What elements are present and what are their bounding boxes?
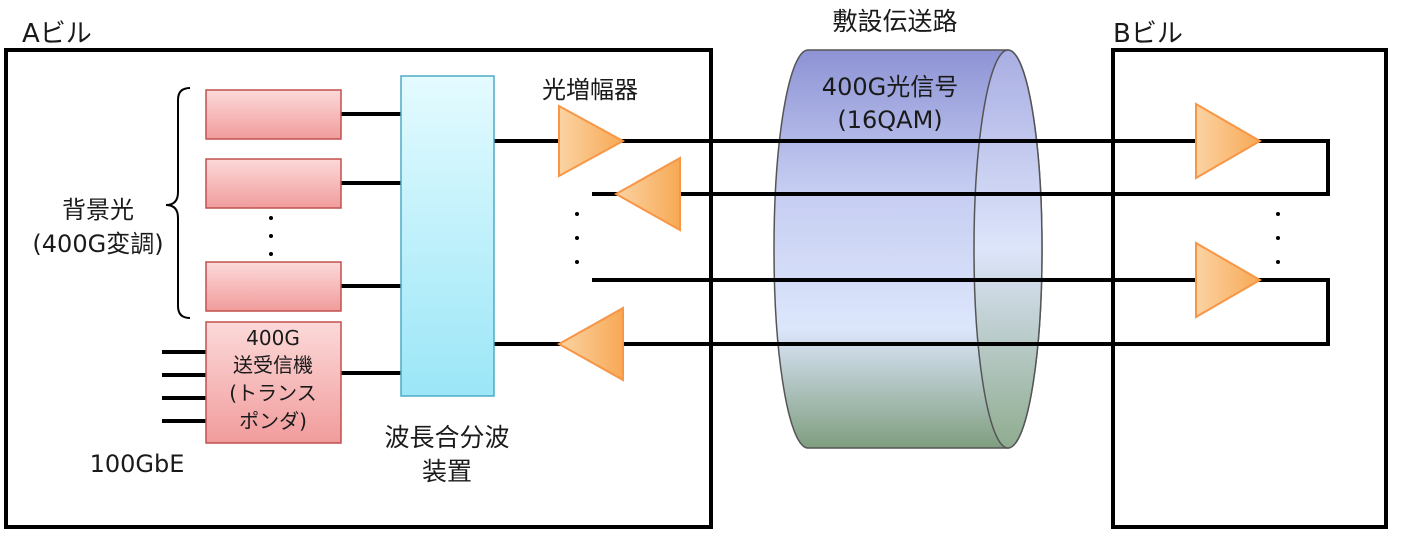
cable-label: 敷設伝送路 [832, 7, 957, 36]
transponder-line1: 400G [246, 326, 300, 350]
amplifier-a-reverse-1 [613, 156, 681, 232]
signal-label-line1: 400G光信号 [822, 73, 958, 101]
amplifier-a-forward-1 [558, 104, 626, 178]
cable-end-cap [973, 49, 1043, 449]
amplifier-label: 光増幅器 [542, 76, 638, 104]
transponder-line4: ポンダ) [239, 409, 307, 433]
transponder-line2: 送受信機 [233, 353, 313, 377]
building-b-box [1111, 48, 1388, 529]
laser-source-3 [205, 261, 342, 312]
wdm-label-line2: 装置 [422, 457, 472, 486]
laser-source-1 [205, 89, 342, 140]
background-light-sources [205, 89, 342, 312]
ellipsis-dots [269, 212, 1280, 264]
building-a-label: Aビル [22, 19, 92, 49]
background-light-label-line1: 背景光 [62, 196, 134, 224]
building-b-label: Bビル [1113, 19, 1183, 49]
transmission-cable [773, 49, 1043, 449]
transponder-line3: (トランス [229, 381, 316, 405]
amplifier-b-forward-1 [1195, 102, 1262, 180]
amplifier-a-reverse-2 [556, 306, 624, 382]
laser-source-2 [205, 158, 342, 209]
wdm-mux-demux [400, 75, 495, 397]
amplifier-b-forward-2 [1195, 241, 1262, 319]
building-a-box [4, 48, 713, 529]
ethernet-label: 100GbE [90, 450, 185, 478]
wdm-label-line1: 波長合分波 [384, 423, 509, 452]
transponder-box [205, 321, 342, 444]
signal-label-line2: (16QAM) [837, 106, 942, 134]
background-light-brace [165, 87, 191, 319]
optical-amplifiers [556, 102, 1262, 382]
background-light-label-line2: (400G変調) [32, 230, 163, 258]
